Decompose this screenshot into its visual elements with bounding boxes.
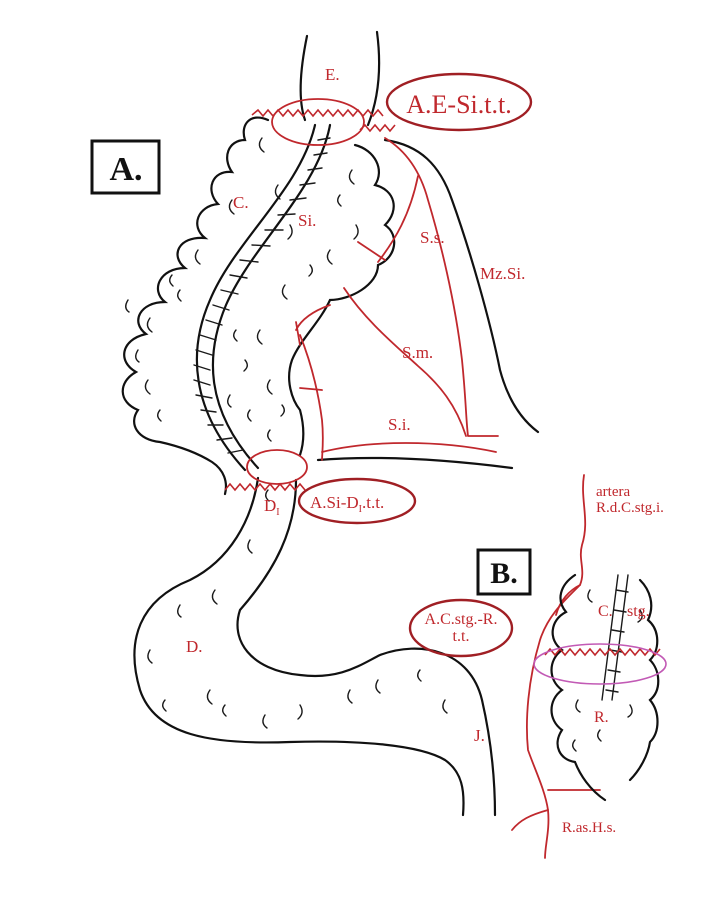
colon-haustral-marks — [125, 137, 359, 442]
colorectal-anastomosis-label-line1: A.C.stg.-R. — [425, 611, 498, 628]
left-colon-label: C. — [598, 603, 613, 620]
colorectal-suture — [544, 647, 661, 657]
sigmoid-duodenal-anastomosis-label: A.Si-DI.t.t. — [310, 493, 384, 515]
sigmoid-mesocolon-label: Mz.Si. — [480, 264, 525, 283]
left-colon-wall — [550, 573, 607, 802]
colon-outer-contour — [121, 116, 270, 496]
artery-label-line1: artera — [596, 484, 630, 500]
sigmoid-band-hatching — [193, 137, 331, 454]
esophago-sigmoid-anastomosis-ring — [271, 98, 365, 146]
esophago-sigmoid-suture-right — [359, 123, 396, 133]
middle-sigmoid-artery-label: S.m. — [402, 343, 433, 362]
esophago-sigmoid-label-oval — [385, 72, 533, 132]
duodenum-inner-wall — [236, 478, 497, 817]
esophago-sigmoid-anastomosis-label: A.E-Si.t.t. — [406, 90, 511, 119]
sigmoid-label: Si. — [298, 211, 316, 230]
sigmoid-band-left — [195, 123, 317, 472]
mesentery-lower-edge — [316, 456, 514, 470]
left-colic-artery-branch — [555, 584, 581, 616]
colorectal-label-oval — [408, 598, 514, 658]
panel-b-box: B. — [476, 548, 532, 596]
mesentery-outline — [383, 138, 540, 434]
superior-hemorrhoidal-artery-label: R.as.H.s. — [562, 820, 616, 836]
duodenum-mucosal-marks — [147, 489, 448, 729]
panel-b-drawing — [511, 474, 667, 859]
panel-a-label: A. — [109, 151, 142, 188]
panel-a-drawing — [121, 30, 540, 817]
duodenum-label: D. — [186, 637, 203, 656]
left-colon-marks — [572, 589, 643, 752]
duodenum-outer-wall — [133, 476, 465, 817]
inferior-sigmoid-artery-label: S.i. — [388, 415, 411, 434]
sigmoid-arteries — [295, 137, 499, 461]
left-colon-vessel-hatching — [601, 574, 629, 701]
sigmoid-duodenal-label-oval — [297, 477, 417, 525]
colorectal-anastomosis-ring — [533, 643, 667, 685]
colorectal-anastomosis-label-line2: t.t. — [453, 628, 470, 645]
esophagus-right-wall — [366, 30, 381, 127]
sigmoid-duodenal-anastomosis-ring — [246, 449, 308, 485]
jejunum-label: J. — [474, 726, 485, 745]
sigmoid-duodenal-suture — [224, 482, 306, 492]
left-colic-artery — [526, 474, 587, 859]
sigmoid-band-right — [211, 123, 332, 470]
artery-label-line2: R.d.C.stg.i. — [596, 500, 664, 516]
esophago-sigmoid-suture — [251, 108, 384, 118]
left-colon-suffix-label: stg. — [627, 603, 650, 620]
panel-b-label: B. — [490, 557, 518, 590]
colon-label: C. — [233, 193, 249, 212]
colon-inner-contour — [288, 143, 396, 457]
duodenum-first-part-label: DI — [264, 496, 280, 518]
left-colon-right-wall — [628, 578, 660, 782]
esophagus-left-wall — [299, 34, 309, 122]
rectum-label: R. — [594, 709, 609, 726]
panel-a-box: A. — [90, 139, 161, 195]
superior-sigmoid-artery-label: S.s. — [420, 228, 445, 247]
esophagus-label: E. — [325, 65, 340, 84]
